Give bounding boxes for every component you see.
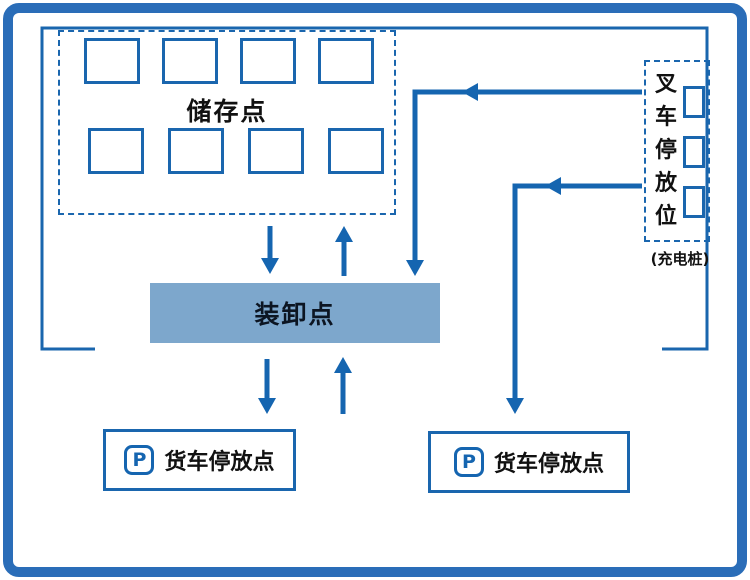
storage-slot: [248, 128, 304, 174]
storage-slot: [328, 128, 384, 174]
storage-row-top: [84, 38, 374, 84]
charging-pile-label: (充电桩): [650, 250, 710, 268]
truck-parking-left-label: 货车停放点: [164, 450, 275, 475]
arrow-loading-to-parking-left: [258, 359, 276, 414]
forklift-slot: [683, 86, 705, 118]
arrow-parking-left-to-loading: [334, 357, 352, 414]
truck-parking-left: P 货车停放点: [103, 429, 296, 491]
parking-icon: P: [124, 445, 155, 475]
loading-zone-label: 装卸点: [254, 300, 336, 329]
storage-row-bottom: [88, 128, 384, 174]
forklift-slots: [683, 86, 705, 218]
arrow-forklift-to-parking-right: [506, 177, 642, 414]
arrow-forklift-to-loading: [406, 83, 642, 276]
storage-slot: [88, 128, 144, 174]
forklift-parking-label: 叉车停放位: [654, 72, 677, 229]
storage-slot: [162, 38, 218, 84]
truck-parking-right-label: 货车停放点: [493, 452, 604, 477]
storage-slot: [168, 128, 224, 174]
arrow-loading-to-storage: [335, 226, 353, 276]
forklift-slot: [683, 136, 705, 168]
storage-area: 储存点: [58, 30, 396, 215]
storage-label: 储存点: [186, 97, 268, 126]
parking-icon: P: [453, 447, 484, 477]
storage-slot: [318, 38, 374, 84]
truck-parking-right: P 货车停放点: [428, 431, 630, 493]
arrow-storage-to-loading: [261, 226, 279, 274]
storage-slot: [84, 38, 140, 84]
loading-zone: 装卸点: [150, 283, 440, 343]
warehouse-wall-outline: [40, 26, 709, 351]
forklift-slot: [683, 186, 705, 218]
storage-slot: [240, 38, 296, 84]
forklift-parking-area: 叉车停放位: [644, 60, 710, 242]
